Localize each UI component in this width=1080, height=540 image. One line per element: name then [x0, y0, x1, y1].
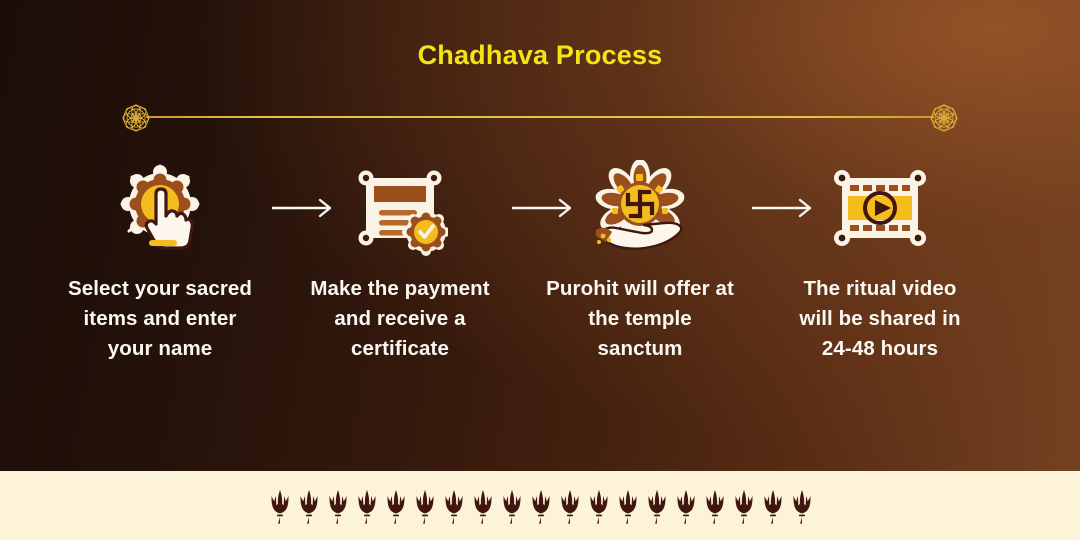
trishul-icon: [445, 489, 463, 524]
trishul-icon: [416, 489, 434, 524]
mandala-rosette-icon: [122, 104, 150, 132]
trishul-icon: [619, 489, 637, 524]
trishul-icon: [561, 489, 579, 524]
trishul-icon: [532, 489, 550, 524]
trishul-icon: [271, 489, 289, 524]
certificate-seal-icon: [300, 160, 500, 256]
trishul-border-band: [0, 471, 1080, 540]
step-label: Make the payment and receive a certifica…: [310, 277, 490, 360]
trishul-icon: [735, 489, 753, 524]
trishul-icon: [329, 489, 347, 524]
trishul-icon: [764, 489, 782, 524]
mandala-rosette-icon: [930, 104, 958, 132]
arrow-step2-to-step3: [512, 198, 572, 218]
page-title: Chadhava Process: [417, 40, 663, 70]
process-step-1: Select your sacred items and enter your …: [60, 160, 260, 364]
trishul-icon: [793, 489, 811, 524]
step-label: Purohit will offer at the temple sanctum: [546, 277, 734, 360]
trishul-icon: [677, 489, 695, 524]
trishul-icon: [590, 489, 608, 524]
trishul-icon: [300, 489, 318, 524]
divider-line: [146, 116, 934, 118]
arrow-step1-to-step2: [272, 198, 332, 218]
process-step-2: Make the payment and receive a certifica…: [300, 160, 500, 364]
trishul-icon: [706, 489, 724, 524]
trishul-icon: [474, 489, 492, 524]
decorative-divider: [118, 100, 962, 136]
film-strip-play-icon: [780, 160, 980, 256]
step-label: Select your sacred items and enter your …: [67, 277, 253, 360]
process-step-3: Purohit will offer at the temple sanctum: [540, 160, 740, 364]
process-step-4: The ritual video will be shared in 24-48…: [780, 160, 980, 364]
trishul-icon: [648, 489, 666, 524]
process-steps: Select your sacred items and enter your …: [40, 160, 1040, 420]
arrow-step3-to-step4: [752, 198, 812, 218]
hand-tap-sunburst-icon: [60, 160, 260, 256]
hand-offering-swastika-lotus-icon: [540, 160, 740, 256]
trishul-icon: [503, 489, 521, 524]
trishul-icon: [387, 489, 405, 524]
step-label: The ritual video will be shared in 24-48…: [799, 277, 961, 360]
trishul-icon: [358, 489, 376, 524]
